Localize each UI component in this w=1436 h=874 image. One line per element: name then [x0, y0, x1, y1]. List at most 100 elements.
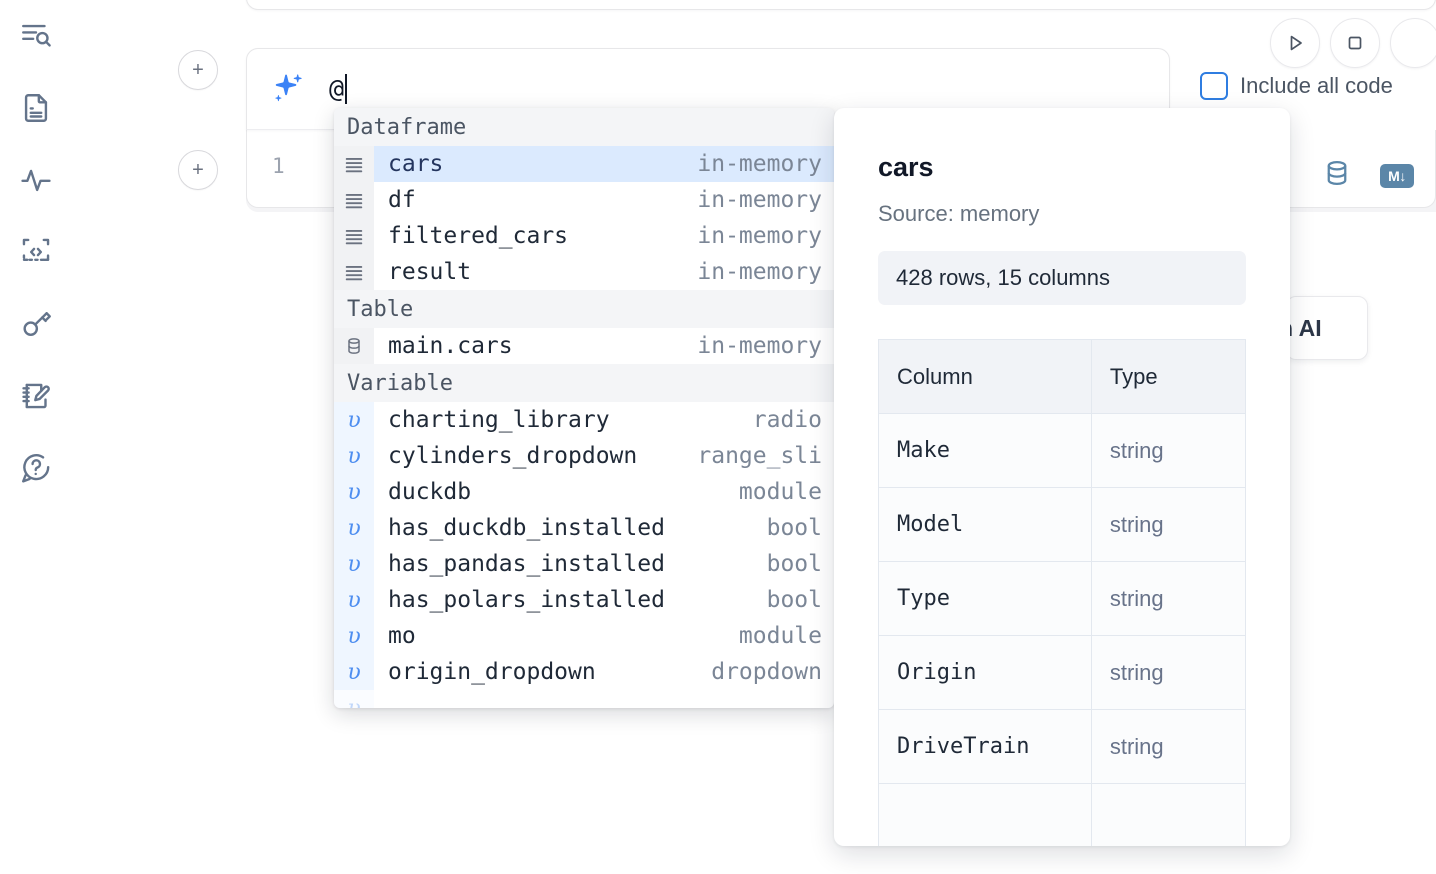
- scratchpad-icon[interactable]: [14, 374, 58, 418]
- schema-column-type: string: [1091, 636, 1245, 710]
- autocomplete-item-meta: in-memory: [679, 333, 822, 359]
- autocomplete-item-meta: dropdown: [693, 659, 822, 685]
- autocomplete-item-body: has_pandas_installed bool: [374, 546, 834, 582]
- file-explorer-icon[interactable]: [14, 86, 58, 130]
- ai-prompt-input[interactable]: @: [329, 74, 347, 104]
- schema-type-header: Type: [1091, 340, 1245, 414]
- autocomplete-item-name: cylinders_dropdown: [388, 443, 637, 469]
- variable-icon: υ: [334, 510, 374, 546]
- autocomplete-item[interactable]: result in-memory: [334, 254, 834, 290]
- schema-column-type: string: [1091, 710, 1245, 784]
- schema-table-row: Originstring: [879, 636, 1246, 710]
- autocomplete-item-meta: bool: [749, 515, 822, 541]
- autocomplete-item[interactable]: υorigin_dropdowndropdown: [334, 654, 834, 690]
- autocomplete-item-name: charting_library: [388, 407, 610, 433]
- variable-icon: υ: [334, 654, 374, 690]
- autocomplete-item-meta: bool: [749, 551, 822, 577]
- info-shape-badge: 428 rows, 15 columns: [878, 251, 1246, 305]
- text-caret: [345, 74, 347, 104]
- autocomplete-item-meta: in-memory: [679, 259, 822, 285]
- autocomplete-item-name: result: [388, 259, 471, 285]
- database-icon[interactable]: [1322, 158, 1352, 193]
- autocomplete-item-body: duckdbmodule: [374, 474, 834, 510]
- include-all-code-row[interactable]: Include all code: [1200, 72, 1393, 100]
- schema-table-row: [879, 784, 1246, 847]
- dataframe-icon: [334, 254, 374, 290]
- autocomplete-item-body: has_duckdb_installed bool: [374, 510, 834, 546]
- schema-table-header-row: Column Type: [879, 340, 1246, 414]
- autocomplete-item-body: df in-memory: [374, 182, 834, 218]
- include-all-code-checkbox[interactable]: [1200, 72, 1228, 100]
- autocomplete-item[interactable]: υmomodule: [334, 618, 834, 654]
- schema-table: Column Type MakestringModelstringTypestr…: [878, 339, 1246, 846]
- info-source: Source: memory: [878, 201, 1246, 227]
- activity-icon[interactable]: [14, 158, 58, 202]
- markdown-icon[interactable]: M↓: [1380, 164, 1414, 188]
- autocomplete-item[interactable]: filtered_carsin-memory: [334, 218, 834, 254]
- info-title: cars: [878, 152, 1246, 183]
- autocomplete-item-meta: radio: [735, 407, 822, 433]
- schema-column-name: [879, 784, 1092, 847]
- autocomplete-item[interactable]: υduckdbmodule: [334, 474, 834, 510]
- autocomplete-item-body: has_polars_installedbool: [374, 582, 834, 618]
- autocomplete-item-meta: in-memory: [679, 223, 822, 249]
- autocomplete-item[interactable]: υ: [334, 690, 834, 708]
- autocomplete-item[interactable]: df in-memory: [334, 182, 834, 218]
- previous-cell-partial: [246, 0, 1436, 10]
- schema-column-name: Type: [879, 562, 1092, 636]
- dataframe-icon: [334, 182, 374, 218]
- autocomplete-item[interactable]: υhas_polars_installedbool: [334, 582, 834, 618]
- generate-with-ai-label: h AI: [1286, 315, 1322, 342]
- variable-icon: υ: [334, 618, 374, 654]
- autocomplete-group-header: Variable: [334, 364, 834, 402]
- schema-column-header: Column: [879, 340, 1092, 414]
- help-chat-icon[interactable]: [14, 446, 58, 490]
- variable-icon: υ: [334, 474, 374, 510]
- autocomplete-item-body: cylinders_dropdownrange_sli: [374, 438, 834, 474]
- ai-prompt-value: @: [329, 74, 344, 103]
- add-cell-button-top[interactable]: +: [178, 50, 218, 90]
- autocomplete-item[interactable]: υ has_duckdb_installed bool: [334, 510, 834, 546]
- autocomplete-item-name: has_pandas_installed: [388, 551, 665, 577]
- autocomplete-item[interactable]: υhas_pandas_installedbool: [334, 546, 834, 582]
- stop-button[interactable]: [1330, 18, 1380, 68]
- dataframe-icon: [334, 146, 374, 182]
- autocomplete-item-name: has_duckdb_installed: [388, 515, 665, 541]
- context-autocomplete-dropdown[interactable]: Dataframecarsin-memorydfin-memoryfiltere…: [334, 108, 834, 708]
- dataframe-info-panel: cars Source: memory 428 rows, 15 columns…: [834, 108, 1290, 846]
- schema-column-type: string: [1091, 414, 1245, 488]
- autocomplete-item[interactable]: carsin-memory: [334, 146, 834, 182]
- run-button[interactable]: [1270, 18, 1320, 68]
- variable-icon: υ: [334, 582, 374, 618]
- autocomplete-item-name: df: [388, 187, 416, 213]
- sparkle-icon: [269, 70, 307, 108]
- autocomplete-item-body: [374, 690, 834, 708]
- schema-table-row: Modelstring: [879, 488, 1246, 562]
- schema-column-name: DriveTrain: [879, 710, 1092, 784]
- autocomplete-item-name: cars: [388, 151, 443, 177]
- schema-column-type: string: [1091, 562, 1245, 636]
- autocomplete-item-meta: bool: [749, 587, 822, 613]
- autocomplete-item-body: momodule: [374, 618, 834, 654]
- generate-with-ai-button[interactable]: h AI: [1286, 296, 1368, 360]
- autocomplete-item[interactable]: υcharting_libraryradio: [334, 402, 834, 438]
- autocomplete-item-meta: in-memory: [679, 187, 822, 213]
- schema-table-row: Makestring: [879, 414, 1246, 488]
- schema-column-type: [1091, 784, 1245, 847]
- schema-table-row: DriveTrainstring: [879, 710, 1246, 784]
- outline-search-icon[interactable]: [14, 14, 58, 58]
- snippets-icon[interactable]: [14, 230, 58, 274]
- schema-column-type: string: [1091, 488, 1245, 562]
- schema-column-name: Origin: [879, 636, 1092, 710]
- autocomplete-item-body: charting_library radio: [374, 402, 834, 438]
- autocomplete-item[interactable]: main.carsin-memory: [334, 328, 834, 364]
- autocomplete-item-meta: module: [721, 623, 822, 649]
- more-actions-button[interactable]: [1390, 18, 1436, 68]
- add-cell-button-bottom[interactable]: +: [178, 150, 218, 190]
- sidebar-rail: [0, 0, 72, 874]
- include-all-code-label: Include all code: [1240, 73, 1393, 99]
- dataframe-icon: [334, 218, 374, 254]
- secrets-key-icon[interactable]: [14, 302, 58, 346]
- run-controls: [1270, 18, 1436, 68]
- autocomplete-item[interactable]: υcylinders_dropdownrange_sli: [334, 438, 834, 474]
